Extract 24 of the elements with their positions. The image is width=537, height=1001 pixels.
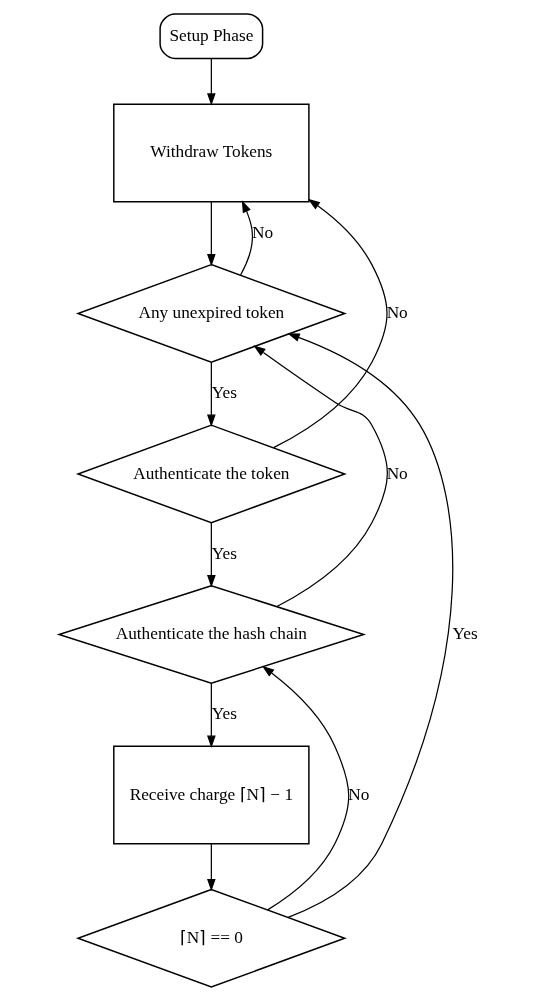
edge-label: Yes [211, 543, 237, 563]
arrow [207, 682, 216, 748]
arrow [207, 843, 216, 892]
arrow [239, 200, 254, 276]
arrow [273, 198, 388, 449]
edge-label: No [386, 303, 408, 322]
node-diamond: Any unexpired token [75, 263, 347, 363]
node-diamond: Authenticate the hash chain [56, 584, 367, 685]
edge-label: Yes [211, 383, 237, 403]
arrow [207, 201, 216, 267]
node-box: Receive charge ⌈N⌉ − 1 [113, 745, 310, 845]
arrow [261, 665, 350, 911]
edge-label: No [348, 784, 370, 804]
arrow [287, 333, 454, 918]
node-box: Setup Phase [159, 13, 264, 60]
node-box: Withdraw Tokens [113, 103, 310, 203]
node-diamond: Authenticate the token [75, 424, 347, 524]
edge-label: Yes [452, 624, 478, 644]
arrow [207, 522, 216, 588]
arrow [207, 361, 216, 427]
node-diamond: ⌈N⌉ == 0 [75, 888, 347, 988]
arrow [207, 58, 216, 106]
arrow [253, 345, 388, 608]
edge-label: Yes [211, 704, 237, 724]
